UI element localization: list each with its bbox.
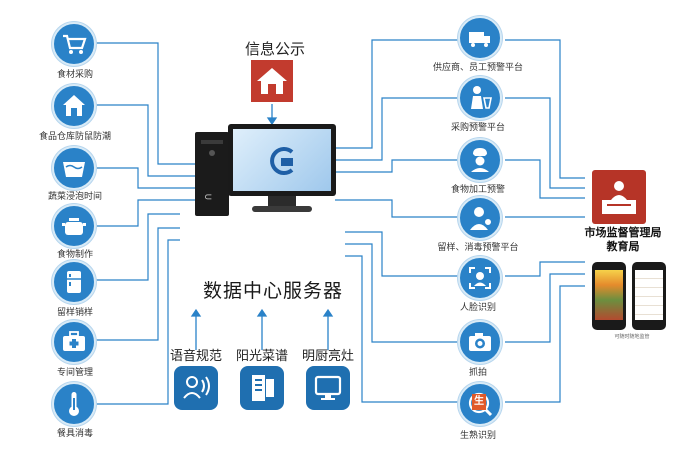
wire-left-7 (96, 239, 180, 405)
raw-cooked-icon: 生 (458, 382, 502, 426)
left-label-4: 食物制作 (56, 250, 93, 260)
right-label-2: 采购预警平台 (450, 123, 505, 133)
wire-market-2 (505, 97, 585, 189)
wire-market-5 (505, 261, 585, 277)
right-label-1: 供应商、员工预警平台 (432, 63, 523, 73)
voice-icon (174, 366, 218, 410)
medical-kit-icon (52, 320, 96, 364)
wire-right-4 (335, 199, 462, 218)
arrow-monitor-head (322, 308, 334, 317)
monitor (228, 124, 336, 196)
phone-note: 可随时随地监管 (614, 334, 650, 340)
wire-left-1 (96, 42, 200, 165)
chef-icon (458, 138, 502, 182)
arrow-voice-head (190, 308, 202, 317)
wire-left-2 (96, 104, 200, 177)
wire-market-7 (505, 285, 585, 403)
cooking-pot-icon (52, 204, 96, 248)
arrow-info-head (266, 117, 278, 126)
left-label-6: 专间管理 (56, 368, 93, 378)
basin-icon (52, 146, 96, 190)
wire-right-7 (345, 255, 462, 403)
pc-tower: ⊂ (195, 132, 229, 216)
right-label-5: 人脸识别 (459, 303, 496, 313)
wire-right-2 (335, 97, 462, 161)
wire-right-3 (335, 159, 462, 173)
wire-market-3 (505, 159, 585, 199)
right-label-7: 生熟识别 (459, 431, 496, 441)
right-label-4: 留样、消毒预警平台 (437, 243, 519, 253)
market-title-line-1: 市场监督管理局 (584, 226, 662, 239)
camera-icon (458, 320, 502, 364)
shopping-cart-icon (52, 22, 96, 66)
market-title-line-2: 教育局 (606, 240, 640, 253)
menu-board-icon (240, 366, 284, 410)
phone-right (632, 262, 666, 330)
bottom-label-3: 明厨亮灶 (301, 349, 354, 364)
face-scan-icon (458, 256, 502, 300)
left-label-7: 餐具消毒 (56, 429, 93, 439)
monitor-icon (306, 366, 350, 410)
left-label-3: 蔬菜浸泡时间 (47, 192, 102, 202)
right-label-6: 抓拍 (468, 368, 487, 378)
arrow-menu-head (256, 308, 268, 317)
thermometer-icon (52, 382, 96, 426)
wire-market-6 (505, 273, 585, 343)
wire-left-6 (96, 227, 180, 341)
wire-right-6 (345, 243, 462, 343)
left-label-1: 食材采购 (56, 70, 93, 80)
monitor-stand (268, 196, 296, 206)
wire-left-3 (96, 167, 200, 189)
phone-left (592, 262, 626, 330)
market-supervision-title: 市场监督管理局 教育局 (573, 226, 673, 254)
bottom-label-1: 语音规范 (169, 349, 222, 364)
right-label-3: 食物加工预警 (450, 185, 505, 195)
app-logo-icon (270, 147, 294, 175)
purchaser-icon (458, 76, 502, 120)
wire-left-4 (96, 199, 200, 227)
supplier-truck-icon (458, 16, 502, 60)
warehouse-icon (52, 84, 96, 128)
monitor-base (252, 206, 312, 212)
left-label-2: 食品仓库防鼠防潮 (38, 132, 111, 142)
info-publication-title: 信息公示 (244, 40, 305, 58)
raw-cooked-glyph: 生 (472, 394, 486, 410)
fridge-icon (52, 260, 96, 304)
data-center-server-title: 数据中心服务器 (202, 280, 343, 302)
bottom-label-2: 阳光菜谱 (235, 349, 288, 364)
house-icon (251, 60, 293, 102)
left-label-5: 留样销样 (56, 308, 93, 318)
wire-left-5 (96, 213, 180, 281)
staff-person-icon (458, 196, 502, 240)
wire-right-1 (335, 39, 462, 149)
official-desk-icon (592, 170, 646, 224)
wire-market-1 (505, 39, 585, 179)
wire-right-5 (345, 231, 462, 277)
